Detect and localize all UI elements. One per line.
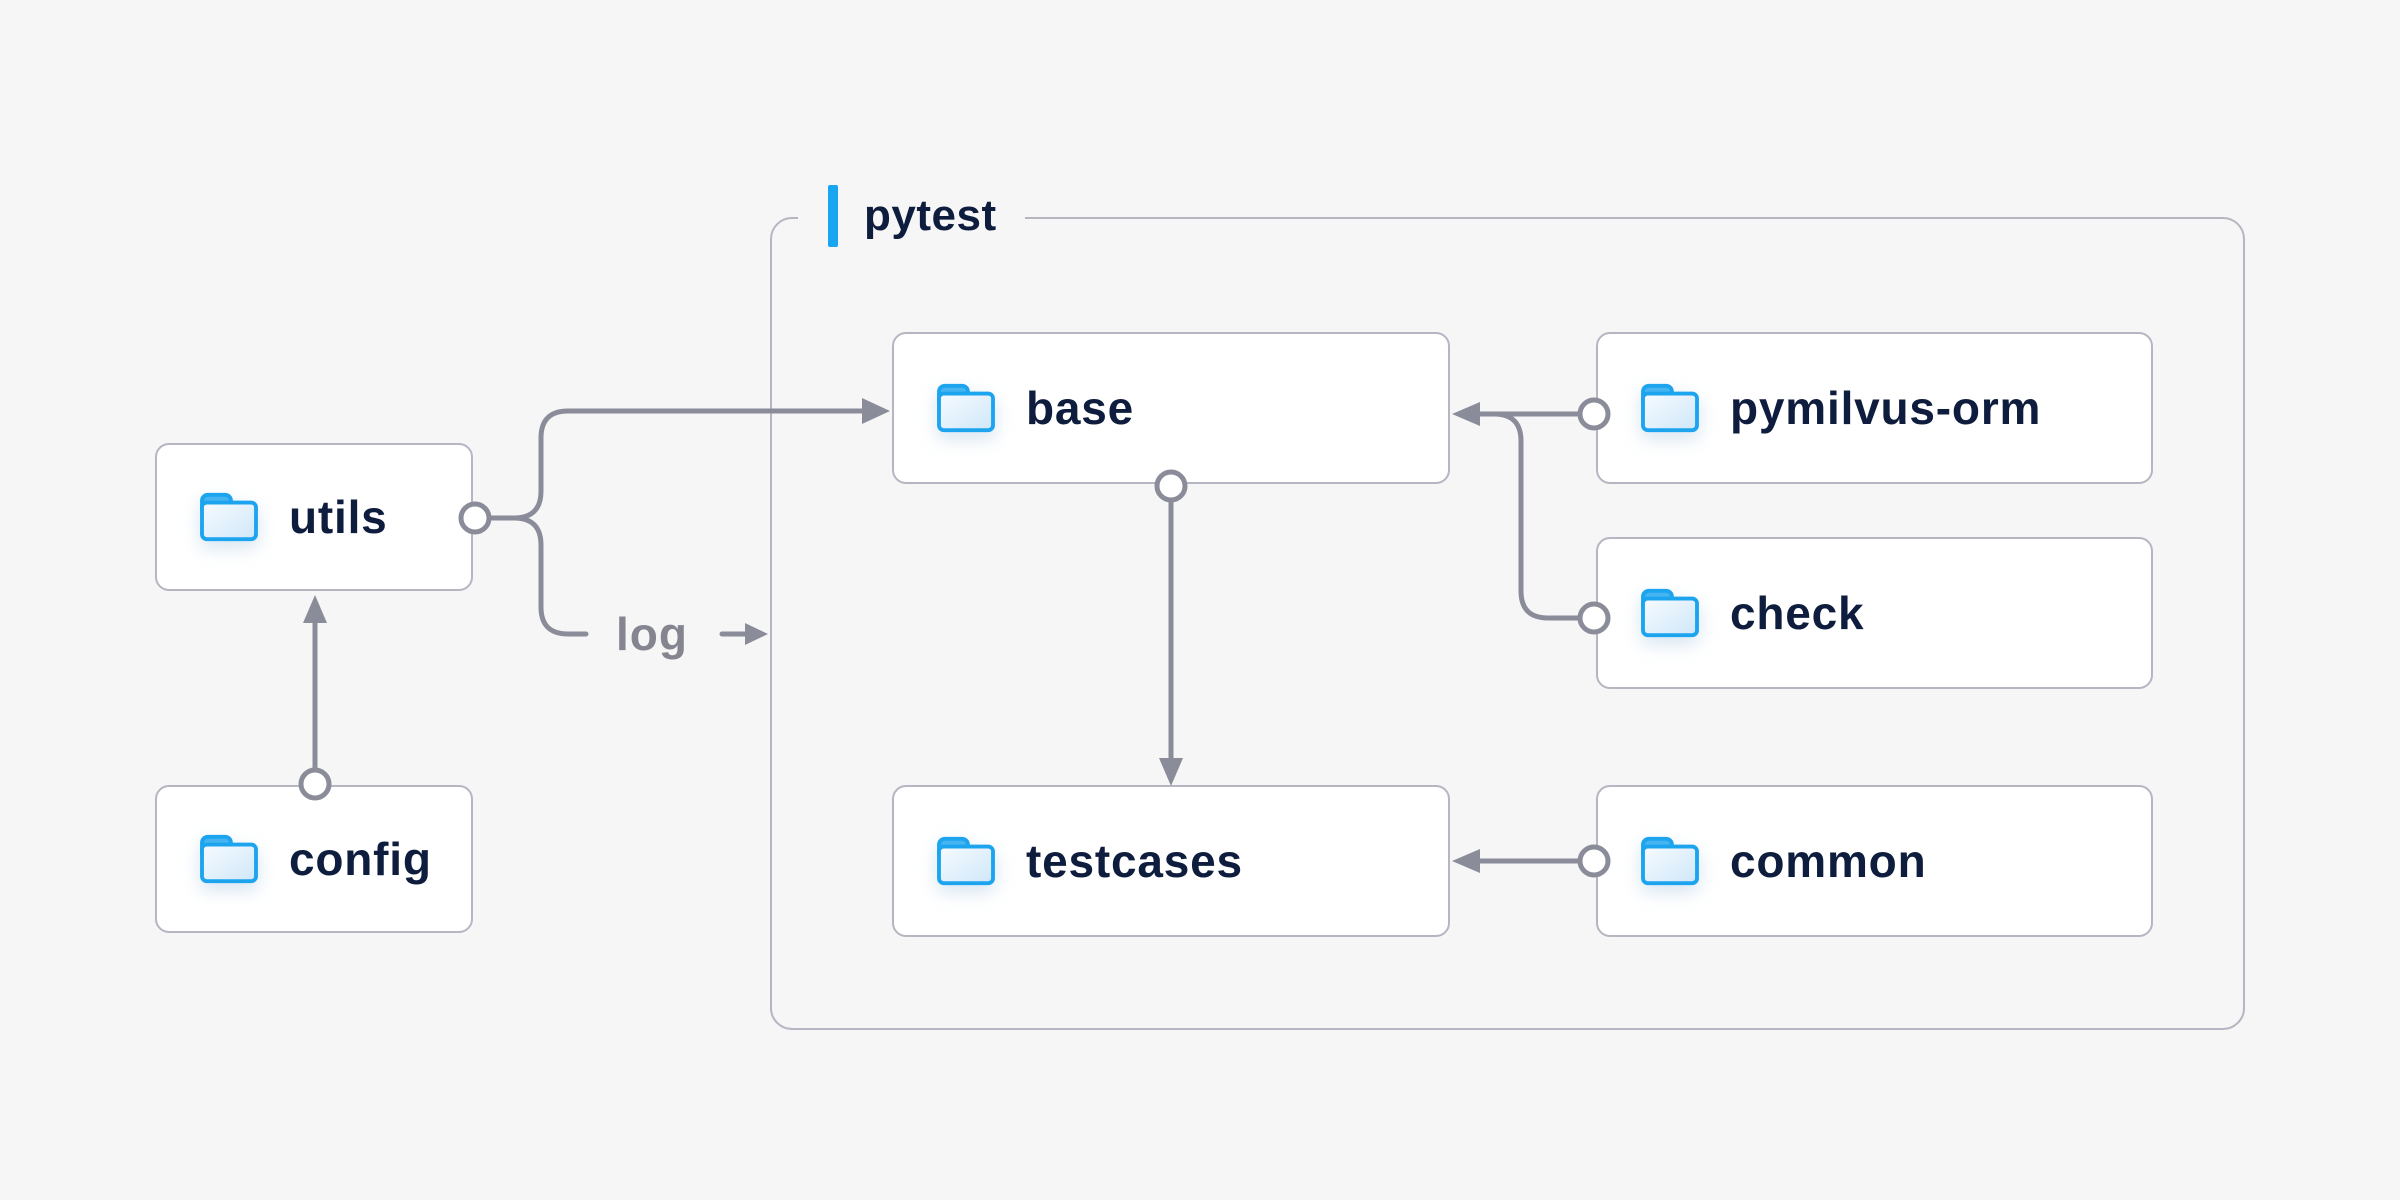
- node-label: utils: [289, 491, 388, 543]
- folder-icon: [200, 492, 258, 542]
- pytest-group-label: pytest: [798, 185, 1025, 247]
- node-label: config: [289, 833, 432, 885]
- folder-icon: [1641, 588, 1699, 638]
- node-utils: utils: [155, 443, 473, 591]
- arrowhead-config-utils: [303, 595, 327, 623]
- folder-icon: [937, 836, 995, 886]
- node-label: common: [1730, 835, 1927, 887]
- node-label: base: [1026, 382, 1135, 434]
- node-testcases: testcases: [892, 785, 1450, 937]
- folder-icon: [1641, 836, 1699, 886]
- node-common: common: [1596, 785, 2153, 937]
- edge-utils-log: [511, 515, 589, 637]
- node-label: pymilvus-orm: [1730, 382, 2042, 434]
- group-label-text: pytest: [864, 191, 997, 240]
- node-pymilvus-orm: pymilvus-orm: [1596, 332, 2153, 484]
- node-config: config: [155, 785, 473, 933]
- node-check: check: [1596, 537, 2153, 689]
- folder-icon: [937, 383, 995, 433]
- pytest-group-container: [770, 217, 2245, 1030]
- accent-bar: [828, 185, 838, 247]
- node-label: check: [1730, 587, 1865, 639]
- arrowhead-log: [745, 623, 768, 645]
- node-base: base: [892, 332, 1450, 484]
- folder-icon: [1641, 383, 1699, 433]
- node-label: testcases: [1026, 835, 1243, 887]
- folder-icon: [200, 834, 258, 884]
- edge-label-log: log: [616, 608, 688, 660]
